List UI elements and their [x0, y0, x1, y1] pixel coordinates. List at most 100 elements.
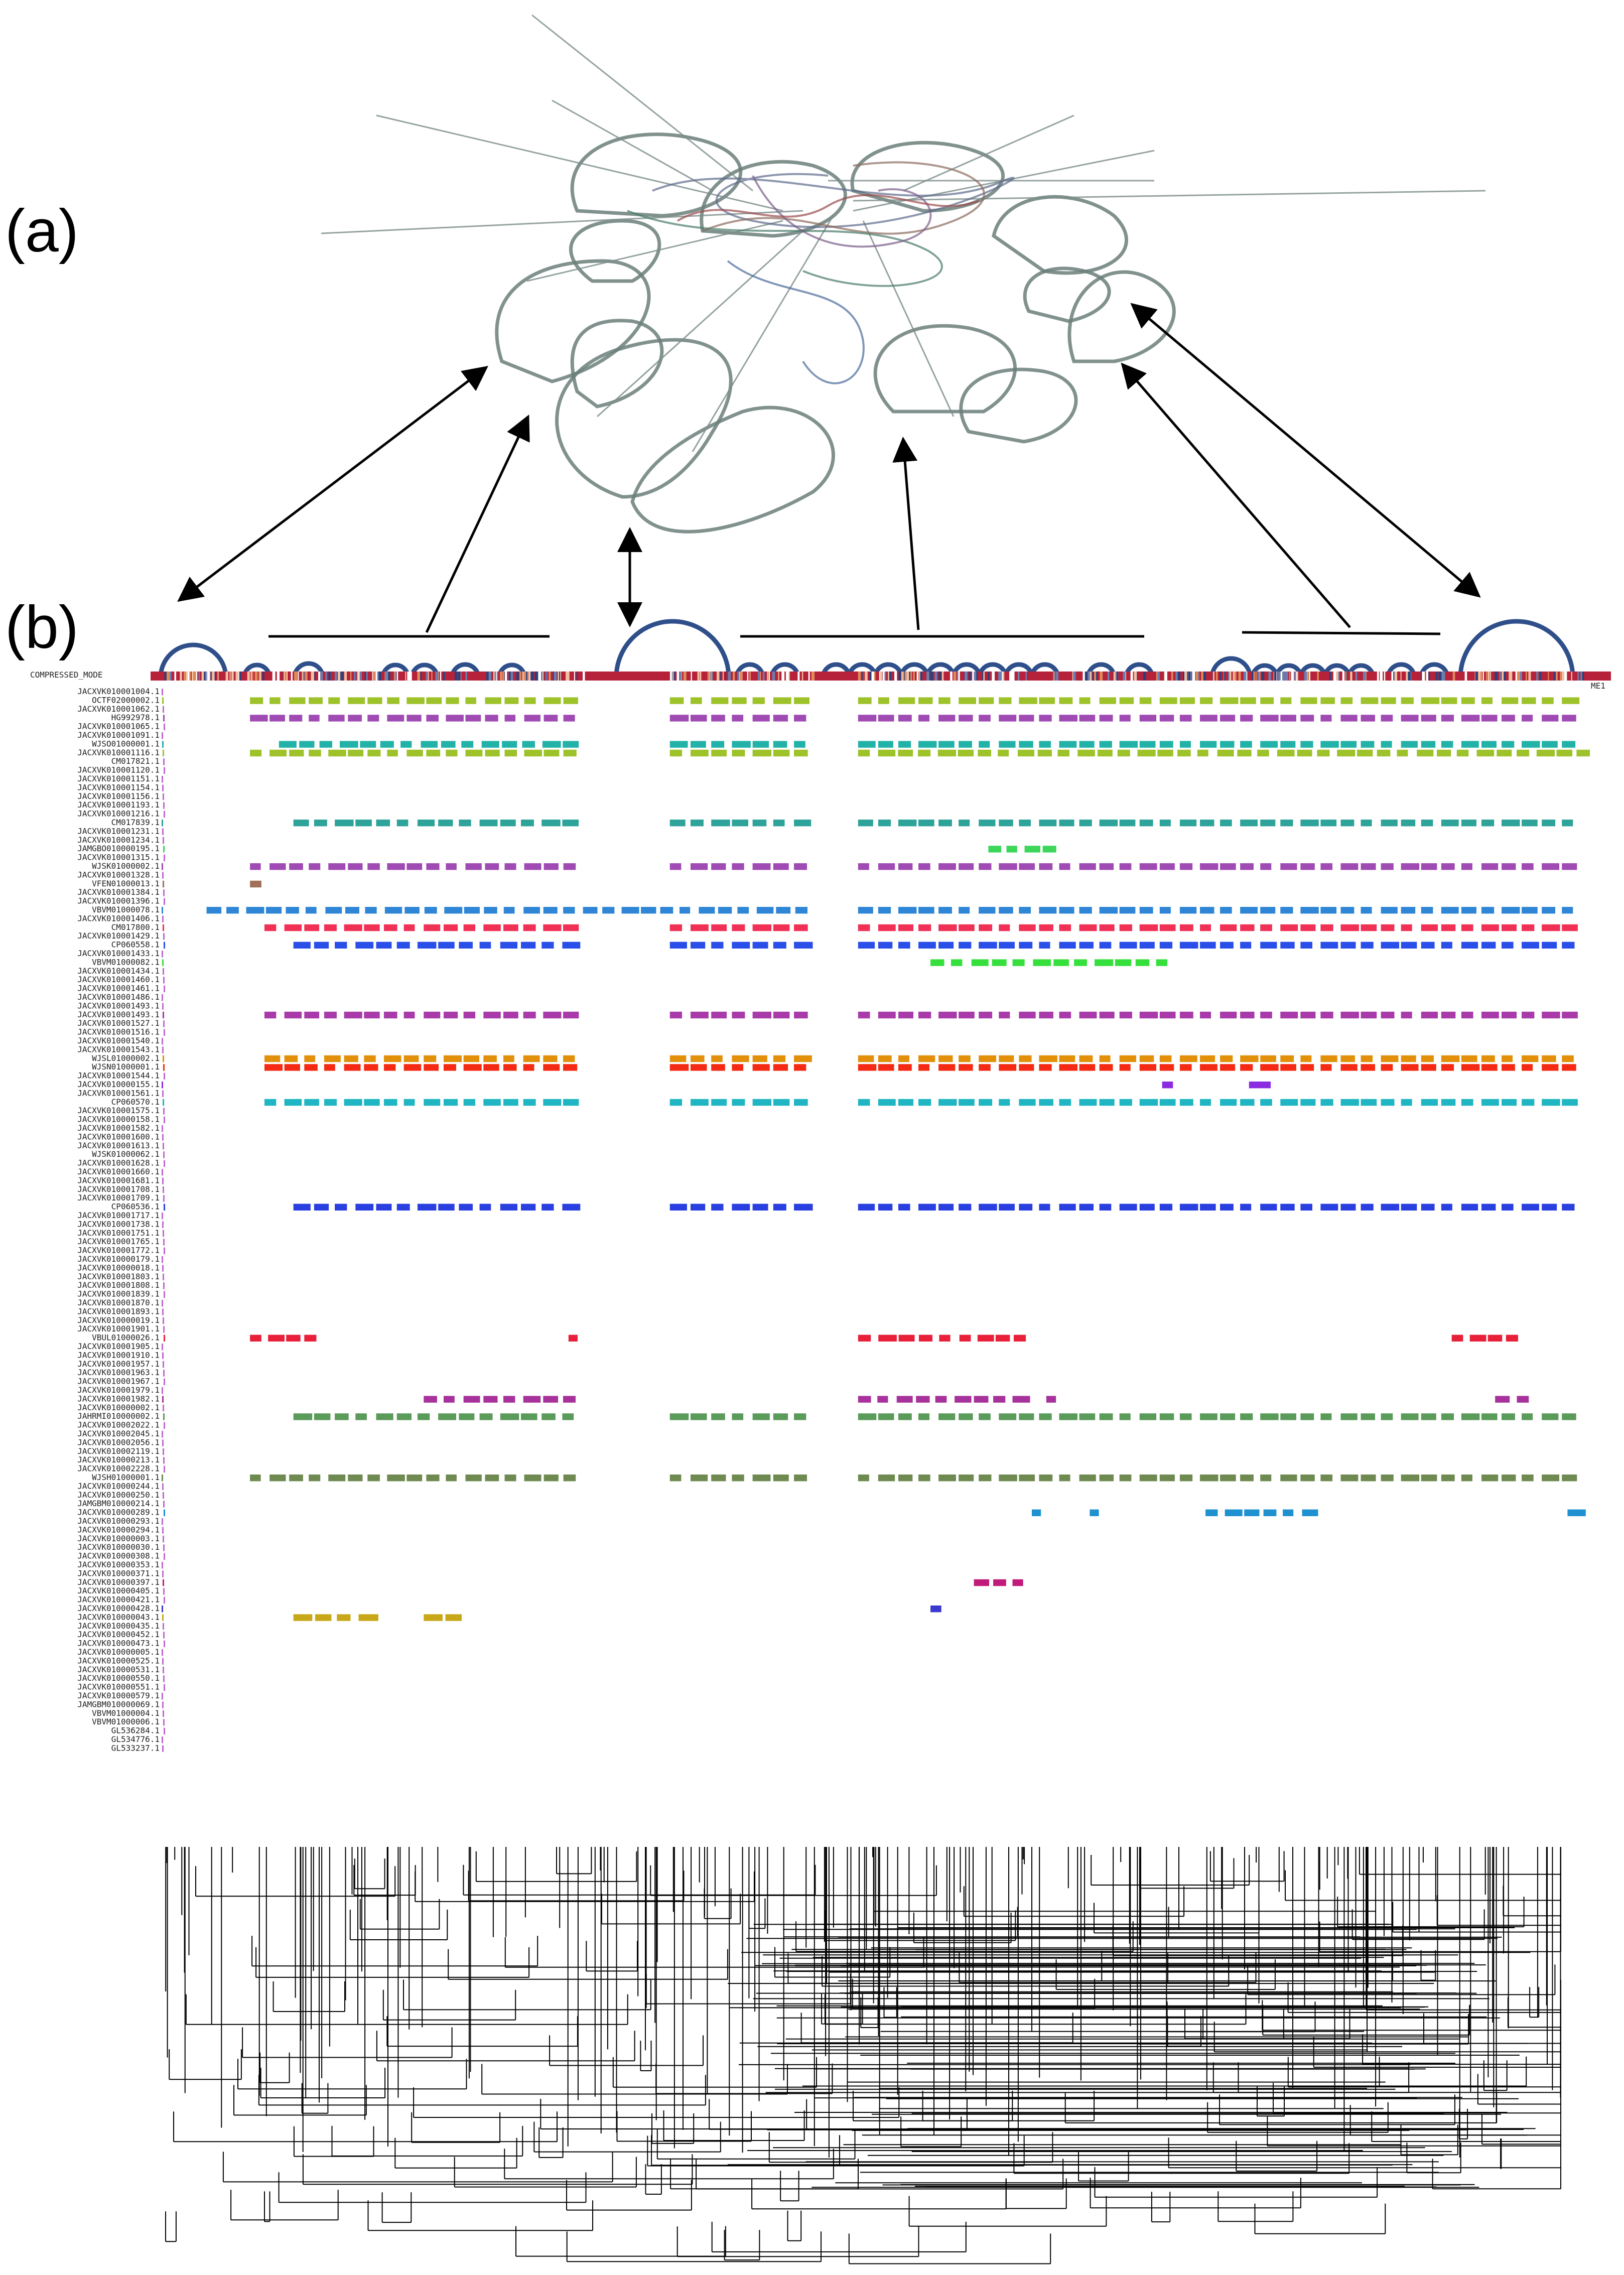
path-segment — [1119, 741, 1138, 748]
path-segment — [1099, 715, 1113, 722]
row-start-marker — [162, 1169, 163, 1176]
path-segment — [384, 907, 402, 914]
path-segment — [1456, 749, 1469, 757]
path-segment — [773, 749, 790, 757]
path-segment — [935, 1396, 947, 1403]
path-segment — [1401, 715, 1419, 722]
compressed-track-stripe — [999, 672, 1002, 681]
row-label: JACXVK010001738.1 — [77, 1219, 160, 1229]
path-segment — [269, 715, 285, 722]
path-segment — [1260, 1203, 1277, 1211]
row-label: JACXVK010001216.1 — [77, 809, 160, 819]
compressed-track-stripe — [1115, 672, 1117, 681]
path-segment — [878, 1475, 895, 1482]
compressed-track-stripe — [1505, 672, 1506, 681]
path-segment — [1280, 1064, 1296, 1071]
row-start-marker — [163, 1370, 165, 1377]
row-start-marker — [162, 1475, 163, 1482]
path-segment — [1220, 863, 1236, 870]
path-segment — [1099, 1475, 1114, 1482]
compressed-track-stripe — [1335, 672, 1338, 681]
compressed-track-stripe — [1342, 672, 1345, 681]
compressed-track-stripe — [983, 672, 985, 681]
compressed-track-stripe — [1482, 672, 1484, 681]
path-segment — [269, 749, 287, 757]
row-start-marker — [163, 1632, 165, 1639]
path-segment — [858, 907, 873, 914]
compressed-track-stripe — [1171, 672, 1173, 681]
compressed-track-stripe — [1391, 672, 1394, 681]
compressed-track-stripe — [1073, 672, 1076, 681]
path-segment — [1240, 1475, 1254, 1482]
compressed-track-stripe — [1164, 672, 1167, 681]
path-segment — [1039, 1064, 1052, 1071]
dendrogram-join — [1217, 2191, 1294, 2222]
compressed-track-stripe — [740, 672, 743, 681]
path-segment — [523, 1055, 540, 1062]
path-segment — [794, 1055, 812, 1062]
path-segment — [1461, 820, 1476, 827]
dendrogram-join — [273, 1981, 345, 2012]
path-segment — [1506, 1334, 1518, 1342]
path-segment — [1139, 1203, 1155, 1211]
path-segment — [1260, 1011, 1272, 1019]
compressed-track-stripe — [1130, 672, 1133, 681]
path-segment — [543, 1055, 558, 1062]
path-segment — [1502, 715, 1515, 722]
graph-core — [627, 161, 1015, 384]
compressed-track-stripe — [882, 672, 885, 681]
dendrogram-join — [724, 2230, 760, 2261]
compressed-track-stripe — [1085, 672, 1088, 681]
compressed-track-stripe — [364, 672, 366, 681]
path-segment — [1517, 1396, 1529, 1403]
compressed-track-stripe — [728, 672, 731, 681]
arrow-right-bubbles — [1121, 362, 1351, 628]
compressed-track-stripe — [354, 672, 356, 681]
dendrogram-join — [1379, 2056, 1527, 2087]
row-label: JACXVK010000397.1 — [77, 1577, 160, 1587]
graph-layout-panel — [158, 14, 1575, 678]
path-segment — [999, 741, 1016, 748]
dendrogram-join — [538, 2127, 564, 2158]
path-segment — [1159, 907, 1171, 914]
path-segment — [269, 697, 281, 704]
compressed-track-stripe — [1345, 672, 1347, 681]
compressed-track-stripe — [1251, 672, 1254, 681]
row-label: JACXVK010000551.1 — [77, 1682, 160, 1692]
arrow-left-bubbles — [425, 414, 530, 633]
path-segment — [1381, 1099, 1395, 1106]
path-segment — [979, 924, 993, 931]
row-label: GL533237.1 — [111, 1743, 160, 1753]
path-segment — [1300, 697, 1317, 704]
row-label: JACXVK010000158.1 — [77, 1115, 160, 1124]
row-start-marker — [163, 1108, 165, 1115]
path-segment — [878, 749, 896, 757]
compressed-track-stripe — [1212, 672, 1214, 681]
path-segment — [1522, 741, 1540, 748]
row-start-marker — [163, 1142, 164, 1150]
path-segment — [1013, 1334, 1026, 1342]
path-segment — [463, 1099, 476, 1106]
path-segment — [407, 715, 422, 722]
row-start-marker — [164, 1116, 165, 1123]
path-segment — [1119, 1413, 1131, 1420]
path-segment — [794, 1064, 806, 1071]
row-label: JACXVK010001156.1 — [77, 791, 160, 801]
dendrogram-join — [353, 1865, 416, 1896]
path-segment — [304, 1055, 316, 1062]
path-segment — [794, 820, 811, 827]
row-start-marker — [162, 1265, 164, 1272]
path-segment — [773, 924, 790, 931]
compressed-track-stripe — [909, 672, 912, 681]
path-segment — [250, 1475, 261, 1482]
compressed-track-stripe — [1183, 672, 1185, 681]
dendrogram-join — [367, 2200, 593, 2231]
path-segment — [1401, 907, 1416, 914]
path-segment — [355, 942, 374, 949]
row-start-marker — [164, 1334, 165, 1342]
compressed-track-stripe — [1143, 672, 1146, 681]
compressed-track-stripe — [691, 672, 692, 681]
row-start-marker — [163, 1326, 165, 1333]
row-label: JACXVK010001905.1 — [77, 1342, 160, 1351]
row-label: JACXVK010000579.1 — [77, 1691, 160, 1700]
